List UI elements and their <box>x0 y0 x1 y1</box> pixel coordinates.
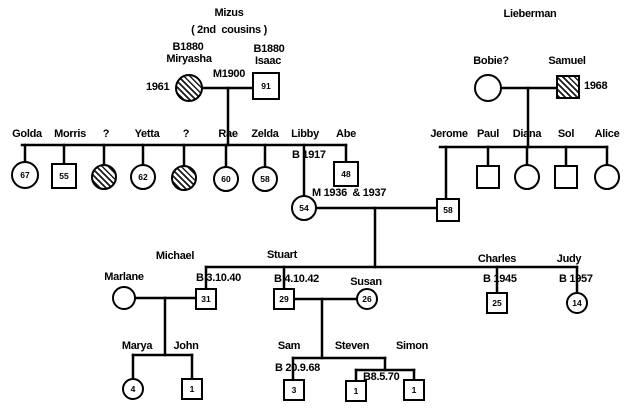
michael-age: 31 <box>201 294 211 304</box>
rae-age: 60 <box>221 174 231 184</box>
zelda-age: 58 <box>260 174 270 184</box>
judy-born-label: B 1957 <box>559 273 593 285</box>
miryasha-death-label: 1961 <box>146 81 170 93</box>
miryasha-node-deceased-female <box>175 74 203 102</box>
abe-node-male: 48 <box>333 161 359 187</box>
golda-node-female: 67 <box>11 161 39 189</box>
isaac-node-male: 91 <box>252 72 280 100</box>
diana-name-label: Diana <box>512 128 542 140</box>
unknown2-name-label: ? <box>182 128 190 140</box>
sol-name-label: Sol <box>557 128 575 140</box>
mizus-family-title: Mizus <box>214 7 244 19</box>
stuart-name-label: Stuart <box>267 249 297 261</box>
samuel-name-label: Samuel <box>548 55 586 67</box>
alice-node-female <box>594 164 620 190</box>
libby-jerome-marriage-label: M 1936 & 1937 <box>312 187 387 199</box>
stuart-born-label: B 4.10.42 <box>274 273 320 285</box>
unknown2-node-deceased-female <box>171 165 197 191</box>
yetta-age: 62 <box>138 172 148 182</box>
rae-name-label: Rae <box>218 128 238 140</box>
susan-name-label: Susan <box>350 276 382 288</box>
abe-age: 48 <box>341 169 351 179</box>
sam-node-male: 3 <box>283 379 305 401</box>
rae-node-female: 60 <box>213 166 239 192</box>
zelda-node-female: 58 <box>252 166 278 192</box>
sol-node-male <box>554 165 578 189</box>
michael-born-label: B 3.10.40 <box>196 272 242 284</box>
isaac-name-label: Isaac <box>254 55 282 67</box>
judy-node-female: 14 <box>566 292 588 314</box>
morris-name-label: Morris <box>54 128 86 140</box>
simon-node-male: 1 <box>403 379 425 401</box>
libby-age: 54 <box>299 203 309 213</box>
alice-name-label: Alice <box>594 128 620 140</box>
stuart-node-male: 29 <box>273 288 295 310</box>
yetta-name-label: Yetta <box>134 128 160 140</box>
marya-name-label: Marya <box>121 340 153 352</box>
zelda-name-label: Zelda <box>251 128 279 140</box>
charles-age: 25 <box>492 298 502 308</box>
paul-node-male <box>476 165 500 189</box>
jerome-age: 58 <box>443 205 453 215</box>
yetta-node-female: 62 <box>130 164 156 190</box>
sam-age: 3 <box>291 385 297 395</box>
morris-node-male: 55 <box>51 163 77 189</box>
isaac-born-label: B1880 <box>253 43 285 55</box>
charles-node-male: 25 <box>486 292 508 314</box>
steven-age: 1 <box>353 386 359 396</box>
simon-age: 1 <box>411 385 417 395</box>
marya-age: 4 <box>130 384 136 394</box>
michael-node-male: 31 <box>195 288 217 310</box>
susan-age: 26 <box>362 294 372 304</box>
steven-name-label: Steven <box>334 340 370 352</box>
sam-born-label: B 20.9.68 <box>275 362 321 374</box>
sam-name-label: Sam <box>277 340 301 352</box>
jerome-node-male: 58 <box>436 198 460 222</box>
judy-name-label: Judy <box>556 253 582 265</box>
marlane-node-female <box>112 286 136 310</box>
bobie-name-label: Bobie? <box>473 55 509 67</box>
bobie-node-female <box>474 74 502 102</box>
susan-node-female: 26 <box>356 288 378 310</box>
marya-node-female: 4 <box>122 378 144 400</box>
marlane-name-label: Marlane <box>104 271 144 283</box>
miryasha-name-label: Miryasha <box>166 53 212 65</box>
libby-node-female: 54 <box>291 195 317 221</box>
libby-name-label: Libby <box>291 128 319 140</box>
samuel-death-label: 1968 <box>584 80 608 92</box>
mizus-marriage-label: M1900 <box>212 68 246 80</box>
john-age: 1 <box>189 384 195 394</box>
golda-age: 67 <box>20 170 30 180</box>
abe-name-label: Abe <box>336 128 356 140</box>
john-node-male: 1 <box>181 378 203 400</box>
golda-name-label: Golda <box>12 128 42 140</box>
simon-name-label: Simon <box>395 340 429 352</box>
paul-name-label: Paul <box>476 128 500 140</box>
twins-born-label: B8.5.70 <box>363 371 400 383</box>
steven-node-male: 1 <box>345 380 367 402</box>
miryasha-born-label: B1880 <box>172 41 204 53</box>
diana-node-female <box>514 164 540 190</box>
isaac-age: 91 <box>261 81 271 91</box>
michael-name-label: Michael <box>155 250 195 262</box>
libby-born-label: B 1917 <box>292 149 326 161</box>
mizus-cousins-note: ( 2nd cousins ) <box>191 24 267 36</box>
charles-born-label: B 1945 <box>483 273 517 285</box>
samuel-node-deceased-male <box>556 75 580 99</box>
jerome-name-label: Jerome <box>430 128 468 140</box>
john-name-label: John <box>173 340 199 352</box>
morris-age: 55 <box>59 171 69 181</box>
charles-name-label: Charles <box>477 253 517 265</box>
lieberman-family-title: Lieberman <box>503 8 557 20</box>
judy-age: 14 <box>572 298 582 308</box>
stuart-age: 29 <box>279 294 289 304</box>
unknown1-name-label: ? <box>102 128 110 140</box>
unknown1-node-deceased-female <box>91 164 117 190</box>
